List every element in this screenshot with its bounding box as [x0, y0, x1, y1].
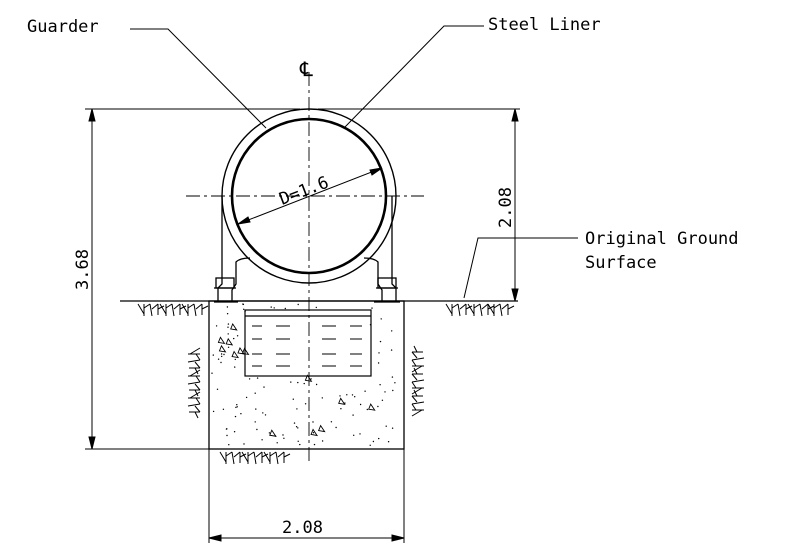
dim-total-height-value: 3.68: [73, 249, 93, 290]
earth-symbol: [411, 345, 425, 373]
earth-hatch-symbols: [137, 303, 515, 465]
center-lines: [186, 72, 424, 462]
ground-surface-label-line1: Original Ground: [585, 229, 739, 249]
earth-symbol: [187, 369, 201, 397]
earth-symbol: [187, 391, 201, 419]
earth-symbol: [487, 303, 515, 317]
ground-surface-label-line2: Surface: [585, 253, 657, 273]
dim-upper-height-value: 2.08: [496, 187, 516, 228]
earth-symbol: [411, 367, 425, 395]
earth-symbol: [219, 451, 247, 465]
dim-base-width-value: 2.08: [282, 518, 323, 538]
guarder-leader: [130, 28, 267, 129]
earth-symbol: [137, 303, 165, 317]
earth-symbol: [263, 451, 291, 465]
earth-symbol: [467, 303, 495, 317]
concrete-foundation: [208, 300, 405, 450]
centerline-symbol: ℄: [299, 57, 313, 81]
earth-symbol: [181, 303, 209, 317]
dim-upper-height: [318, 108, 520, 302]
steel-liner-label: Steel Liner: [488, 15, 601, 35]
earth-symbol: [159, 303, 187, 317]
earth-symbol: [241, 451, 269, 465]
diameter-line: [237, 167, 383, 225]
earth-symbol: [445, 303, 473, 317]
ground-surface-leader: [463, 237, 578, 299]
earth-symbol: [187, 347, 201, 375]
diameter-label: D=1.6: [277, 173, 332, 210]
guarder-label: Guarder: [27, 17, 99, 37]
concrete-stipple: [211, 303, 396, 446]
anchor-block: [244, 309, 372, 377]
dim-base-width: [208, 449, 405, 543]
dim-total-height: [85, 108, 300, 450]
earth-symbol: [411, 389, 425, 417]
saddle-supports: [214, 196, 400, 303]
steel-liner-leader: [343, 25, 484, 129]
